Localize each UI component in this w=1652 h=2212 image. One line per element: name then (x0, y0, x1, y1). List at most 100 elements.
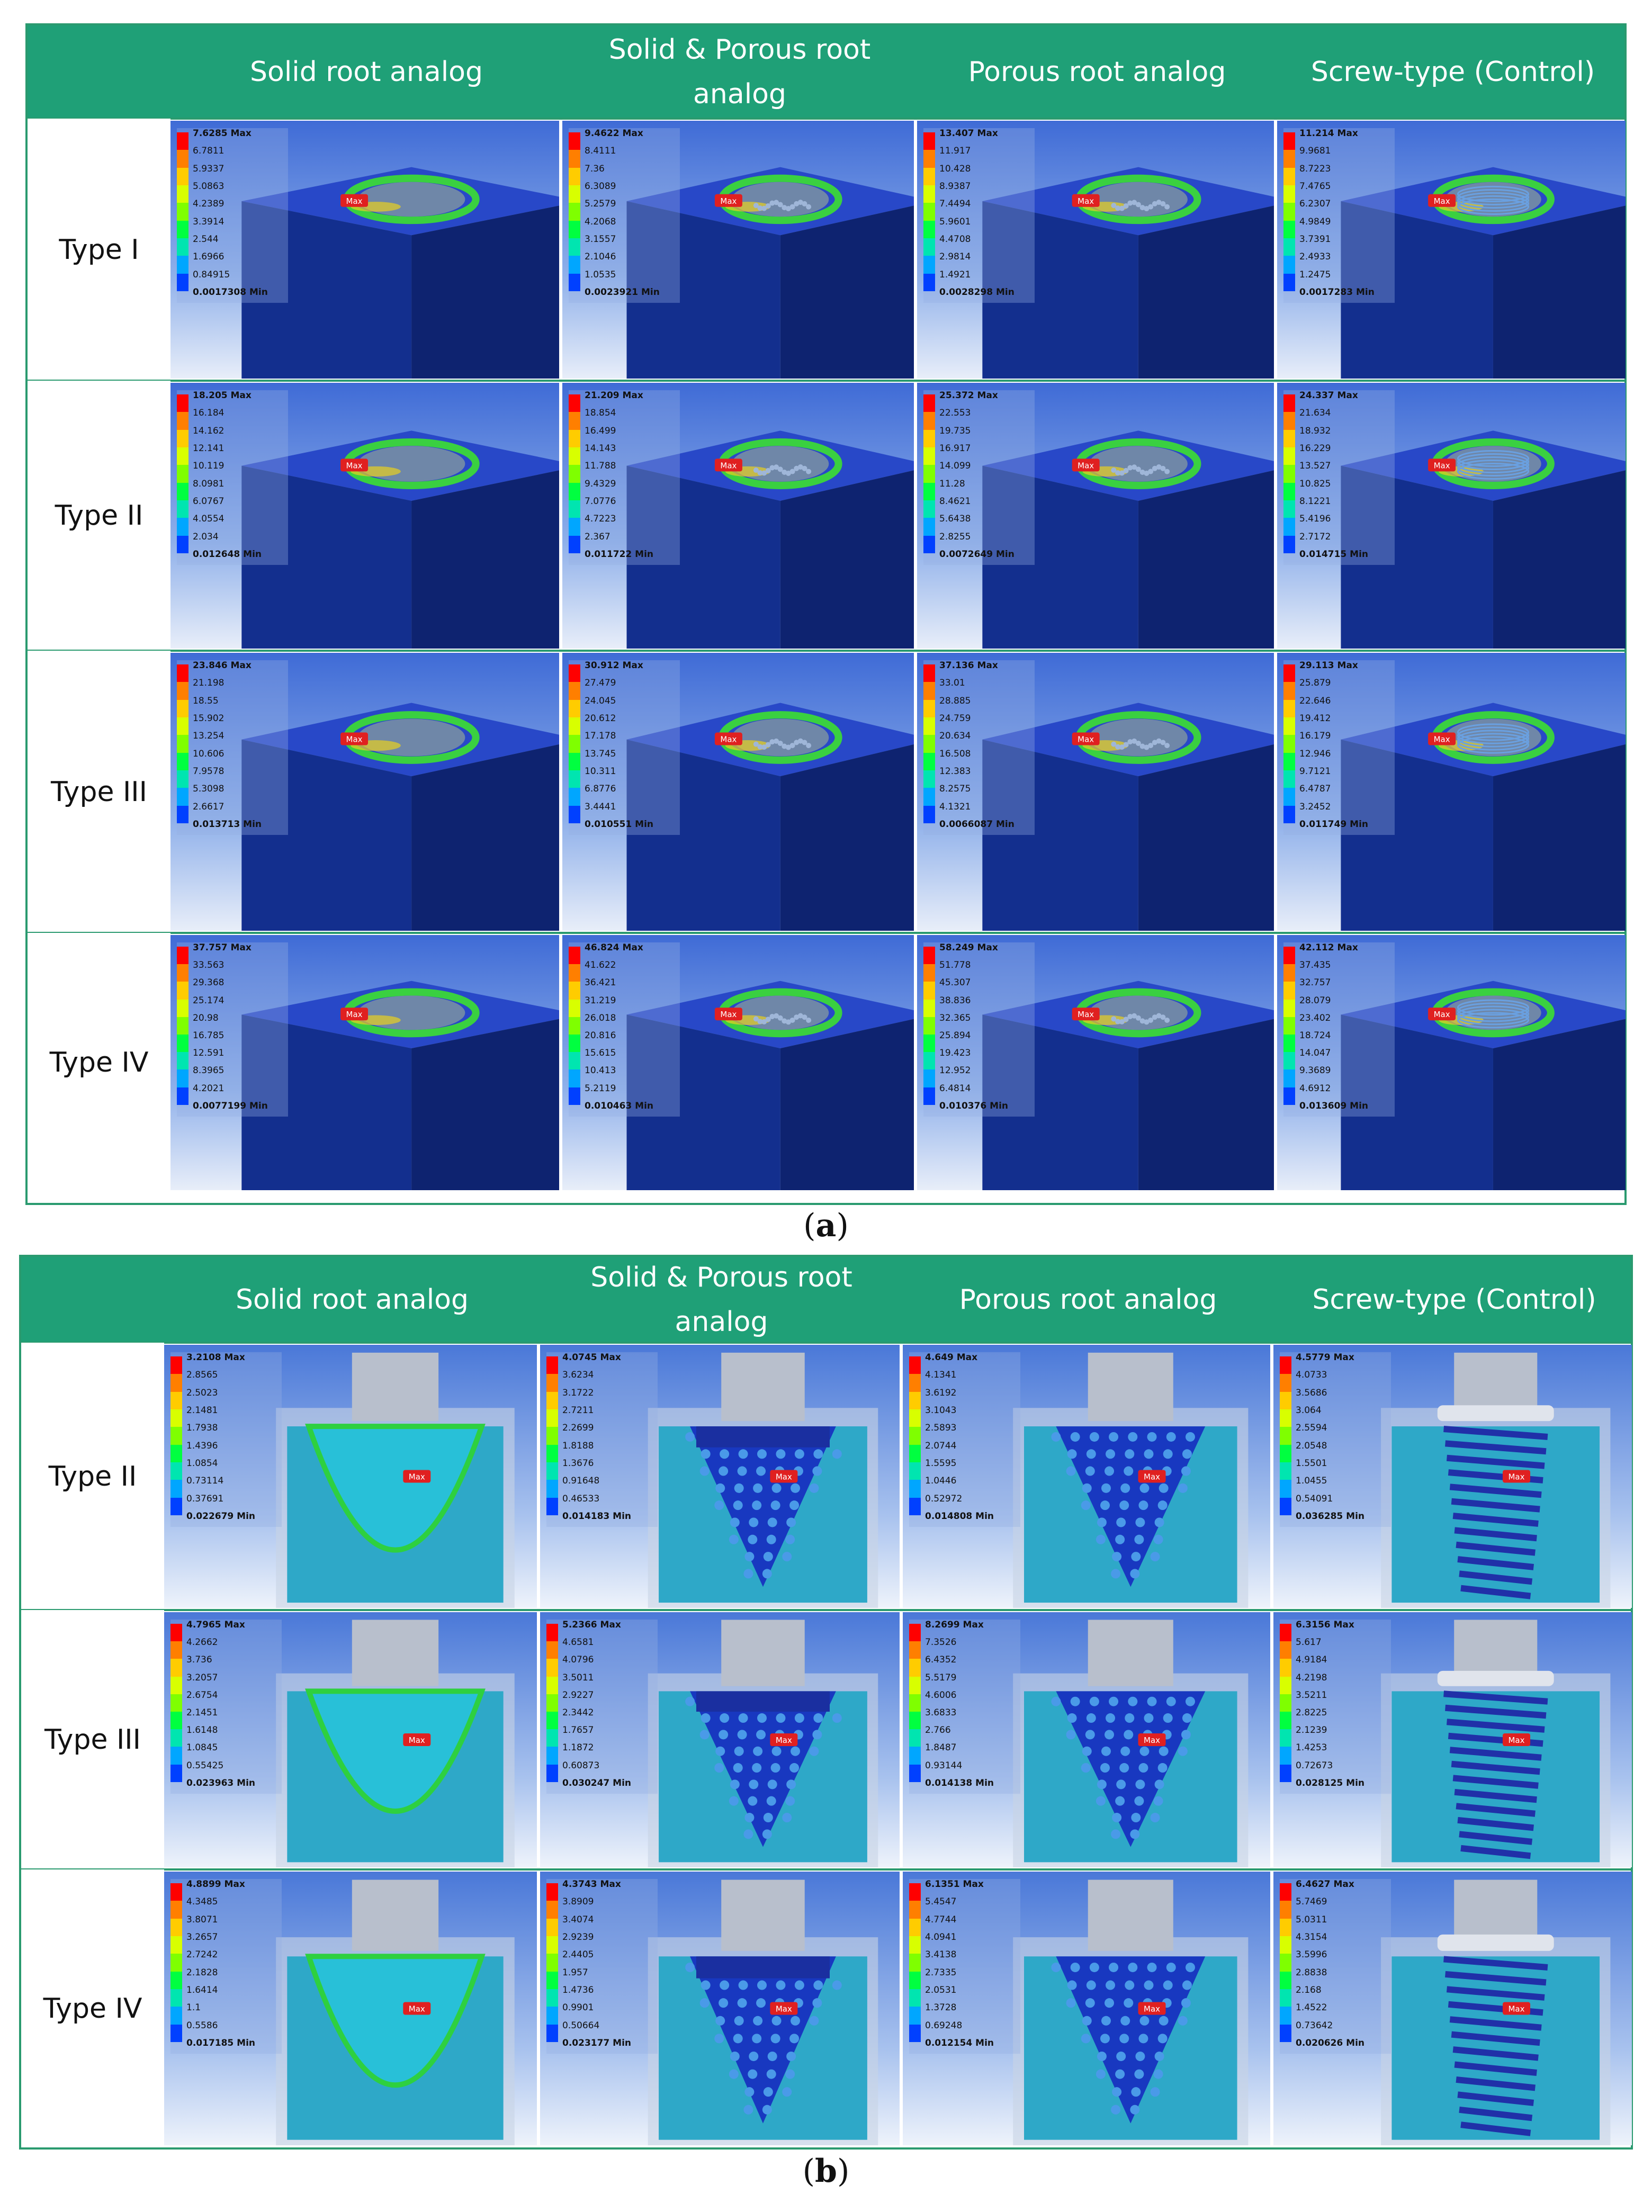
legend-max: 9.4622 Max (585, 128, 643, 139)
legend-tick: 28.079 (1299, 995, 1331, 1006)
legend-colorbar (170, 1356, 182, 1515)
legend-tick: 8.4621 (939, 496, 971, 507)
column-header: Porous root analog (959, 1284, 1217, 1316)
legend-tick: 13.745 (585, 748, 616, 759)
legend-min: 0.0028298 Min (939, 287, 1014, 298)
legend-tick: 6.4787 (1299, 784, 1331, 795)
legend-tick: 3.1557 (585, 234, 616, 245)
screw-thread (1449, 2016, 1542, 2031)
legend-tick: 20.612 (585, 713, 616, 724)
legend-tick: 28.885 (939, 695, 971, 706)
svg-text:Max: Max (346, 196, 363, 206)
screw-thread (1456, 1541, 1536, 1556)
svg-text:Max: Max (346, 461, 363, 470)
legend-tick: 1.0455 (1296, 1476, 1327, 1487)
legend-tick: 5.4196 (1299, 514, 1331, 525)
legend-colorbar (909, 1356, 921, 1515)
legend-min: 0.017185 Min (186, 2038, 256, 2048)
legend-tick: 45.307 (939, 977, 971, 988)
legend-tick: 1.8487 (925, 1742, 957, 1754)
legend-tick: 4.4708 (939, 234, 971, 245)
row-divider (28, 380, 1624, 382)
max-marker: Max (340, 194, 369, 207)
block-right-face (1138, 744, 1274, 931)
screw-thread (1443, 1426, 1548, 1440)
legend-tick: 14.099 (939, 461, 971, 472)
max-marker: Max (1503, 1470, 1531, 1483)
legend-tick: 3.1043 (925, 1405, 957, 1416)
screw-thread (1452, 1513, 1539, 1527)
legend-tick: 33.01 (939, 678, 965, 689)
stress-render: Max (917, 121, 1274, 379)
block-right-face (780, 205, 914, 379)
legend-colorbar (177, 947, 188, 1105)
stress-render: Max (170, 653, 559, 931)
legend-tick: 8.7223 (1299, 163, 1331, 174)
svg-text:Max: Max (1434, 1010, 1450, 1019)
legend-tick: 2.1046 (585, 251, 616, 263)
legend-tick: 1.5501 (1296, 1458, 1327, 1469)
max-marker: Max (714, 194, 742, 207)
legend-tick: 9.4329 (585, 478, 616, 489)
legend-tick: 2.2699 (562, 1423, 594, 1434)
screw-thread (1449, 1483, 1542, 1498)
legend-max: 4.5779 Max (1296, 1352, 1354, 1363)
legend-tick: 11.917 (939, 146, 971, 157)
legend-min: 0.014715 Min (1299, 549, 1369, 560)
stress-render: Max (540, 1345, 900, 1608)
svg-text:Max: Max (1078, 735, 1094, 744)
legend-tick: 2.4933 (1299, 251, 1331, 263)
block-right-face (780, 470, 914, 649)
legend-tick: 2.8838 (1296, 1967, 1327, 1978)
legend-tick: 1.0446 (925, 1476, 957, 1487)
legend-tick: 4.2068 (585, 216, 616, 227)
legend-max: 7.6285 Max (193, 128, 252, 139)
legend-tick: 2.7211 (562, 1405, 594, 1416)
legend-tick: 1.4921 (939, 269, 971, 280)
legend-tick: 18.55 (193, 695, 219, 706)
legend-tick: 5.2579 (585, 199, 616, 210)
legend-tick: 4.3154 (1296, 1932, 1327, 1943)
legend-tick: 16.499 (585, 425, 616, 436)
stress-render: Max (164, 1345, 537, 1608)
row-label: Type III (21, 1610, 164, 1869)
column-header: Screw-type (Control) (1312, 1284, 1596, 1316)
legend-tick: 5.3098 (193, 784, 225, 795)
max-marker: Max (1072, 458, 1100, 472)
legend-colorbar (1283, 394, 1295, 553)
stress-render: Max (164, 1612, 537, 1867)
legend-tick: 3.6234 (562, 1370, 594, 1381)
legend-tick: 3.1722 (562, 1387, 594, 1398)
legend-min: 0.030247 Min (562, 1777, 632, 1788)
legend-colorbar (923, 132, 935, 291)
screw-thread (1445, 1704, 1547, 1719)
screw-thread (1443, 1691, 1548, 1705)
legend-min: 0.023177 Min (562, 2038, 632, 2048)
legend-tick: 4.0941 (925, 1932, 957, 1943)
legend-colorbar (923, 664, 935, 823)
legend-colorbar (1280, 1624, 1291, 1782)
svg-text:Max: Max (1508, 1472, 1524, 1482)
legend-tick: 0.50664 (562, 2020, 600, 2031)
column-header: Solid root analog (250, 56, 483, 88)
legend-max: 6.4627 Max (1296, 1879, 1354, 1890)
legend-tick: 3.2657 (186, 1932, 218, 1943)
legend-tick: 18.932 (1299, 425, 1331, 436)
max-marker: Max (1428, 1008, 1456, 1021)
max-marker: Max (1138, 2002, 1166, 2015)
bone-block (1391, 1426, 1600, 1603)
screw-thread (1452, 1775, 1539, 1789)
svg-text:Max: Max (1144, 1736, 1160, 1745)
legend-tick: 3.4138 (925, 1949, 957, 1961)
legend-tick: 10.825 (1299, 478, 1331, 489)
